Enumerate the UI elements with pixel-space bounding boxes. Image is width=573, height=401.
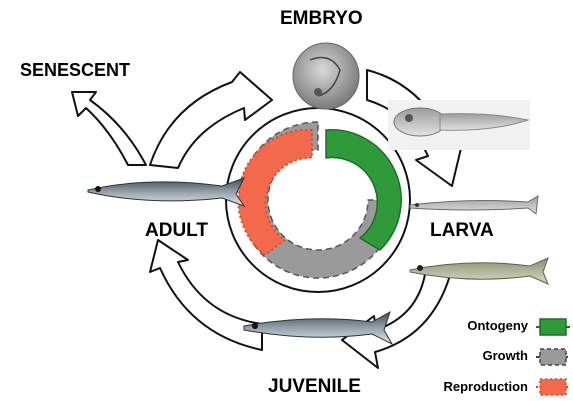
label-embryo: EMBRYO	[280, 8, 363, 30]
label-senescent: SENESCENT	[20, 60, 130, 81]
adult-fish-image	[88, 178, 244, 206]
label-adult: ADULT	[145, 220, 208, 242]
legend-reproduction-symbol	[536, 379, 570, 395]
hatchling-image	[388, 100, 530, 150]
larva-fish-image	[410, 196, 538, 214]
label-larva: LARVA	[430, 220, 494, 242]
legend-ontogeny-label: Ontogeny	[418, 318, 528, 333]
label-juvenile: JUVENILE	[268, 376, 361, 398]
legend-reproduction-label: Reproduction	[418, 379, 528, 394]
embryo-egg-image	[293, 43, 359, 109]
legend-growth-symbol	[536, 349, 570, 365]
donut-hole	[276, 158, 360, 242]
legend-symbols	[536, 319, 570, 395]
arrow-adult-to-senescent	[72, 92, 146, 165]
legend-growth-label: Growth	[418, 348, 528, 363]
legend-ontogeny-symbol	[536, 319, 570, 335]
